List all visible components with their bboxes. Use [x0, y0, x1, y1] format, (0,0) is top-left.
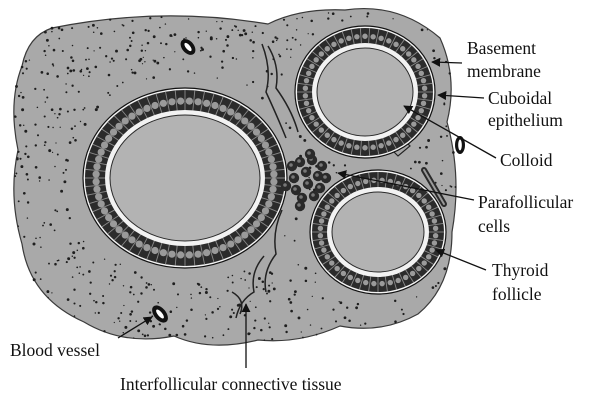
thyroid-follicle-large [83, 88, 287, 268]
label-parafollicular-cells: Parafollicular cells [478, 192, 578, 236]
thyroid-follicle-bottom [310, 170, 446, 294]
blood-vessel-2 [455, 136, 465, 154]
thyroid-follicle-top [295, 26, 435, 158]
label-blood-vessel: Blood vessel [10, 340, 100, 360]
label-colloid: Colloid [500, 150, 553, 170]
label-cuboidal-epithelium: Cuboidal epithelium [488, 88, 563, 130]
label-basement-membrane: Basement membrane [467, 38, 541, 81]
label-thyroid-follicle: Thyroid follicle [492, 260, 553, 304]
label-interfollicular-tissue: Interfollicular connective tissue [120, 374, 342, 394]
